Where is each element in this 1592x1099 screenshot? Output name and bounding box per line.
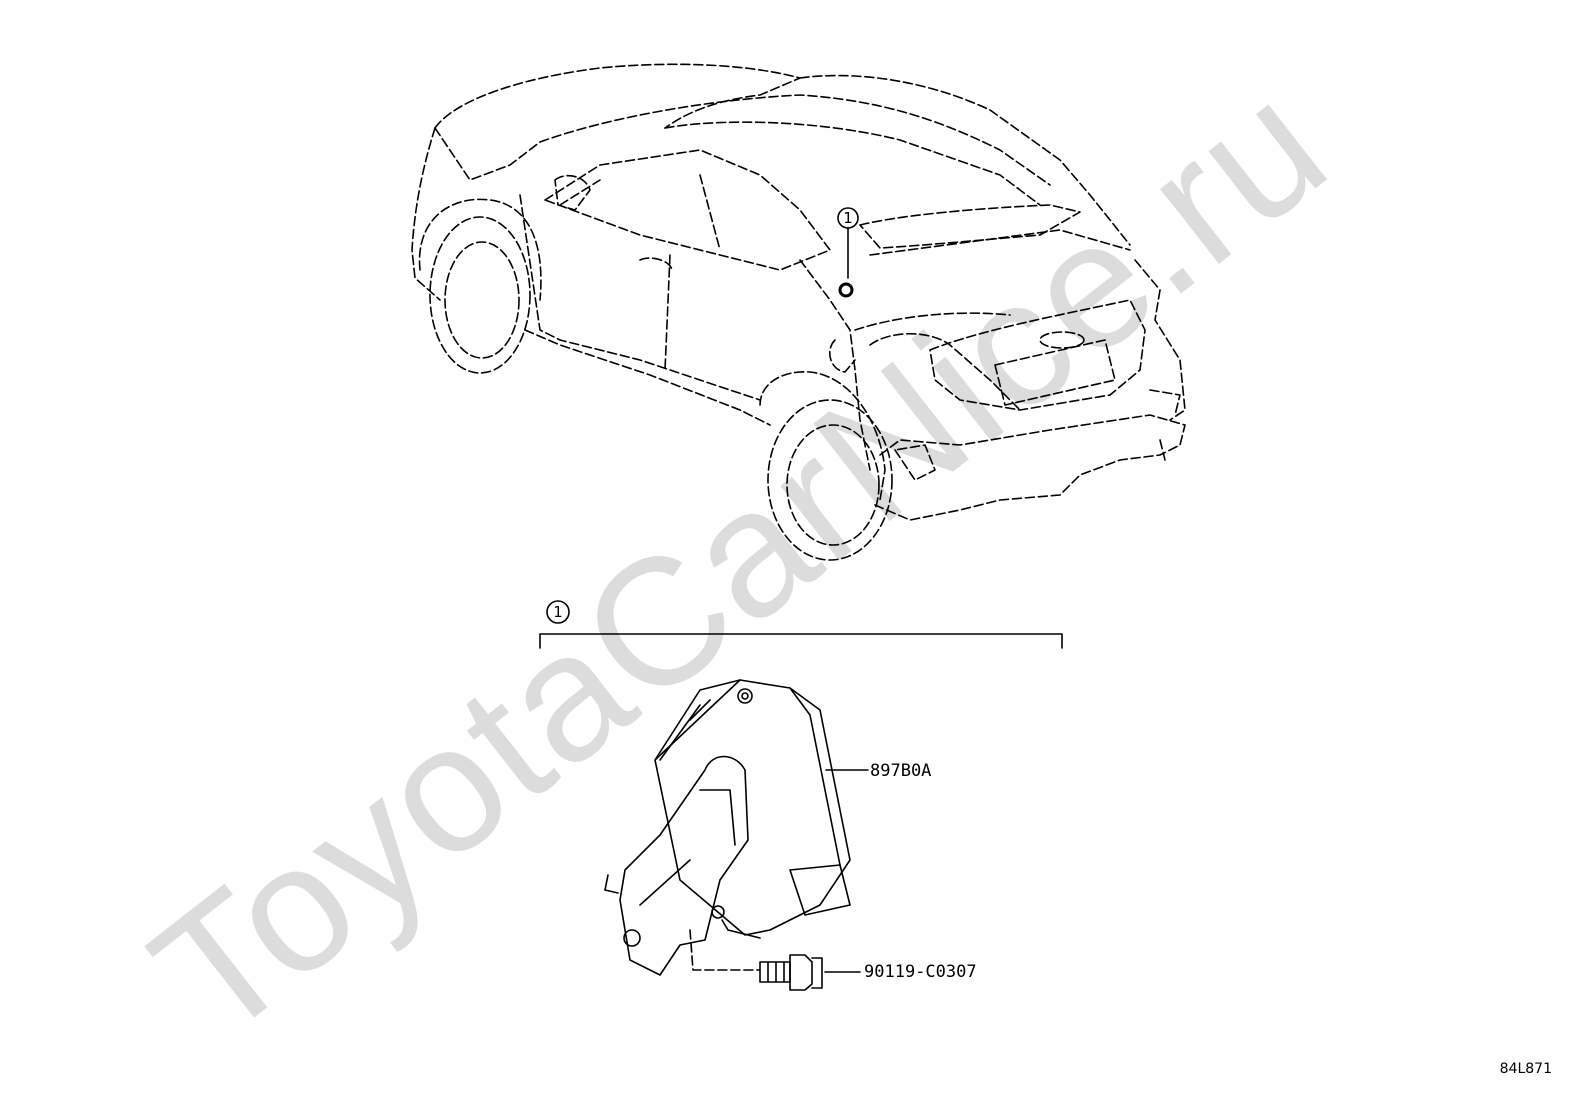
ecu-module-drawing xyxy=(604,679,851,991)
group-bracket: 1 xyxy=(539,600,1063,649)
part-number-label-bolt: 90119-C0307 xyxy=(864,962,977,982)
illustration-reference-code: 84L871 xyxy=(1499,1061,1552,1077)
vehicle-outline xyxy=(411,63,1186,561)
part-number-label-ecu: 897B0A xyxy=(870,761,931,781)
group-callout-number: 1 xyxy=(553,603,563,621)
car-callout-number: 1 xyxy=(843,209,853,227)
car-callout-1: 1 xyxy=(837,207,859,298)
